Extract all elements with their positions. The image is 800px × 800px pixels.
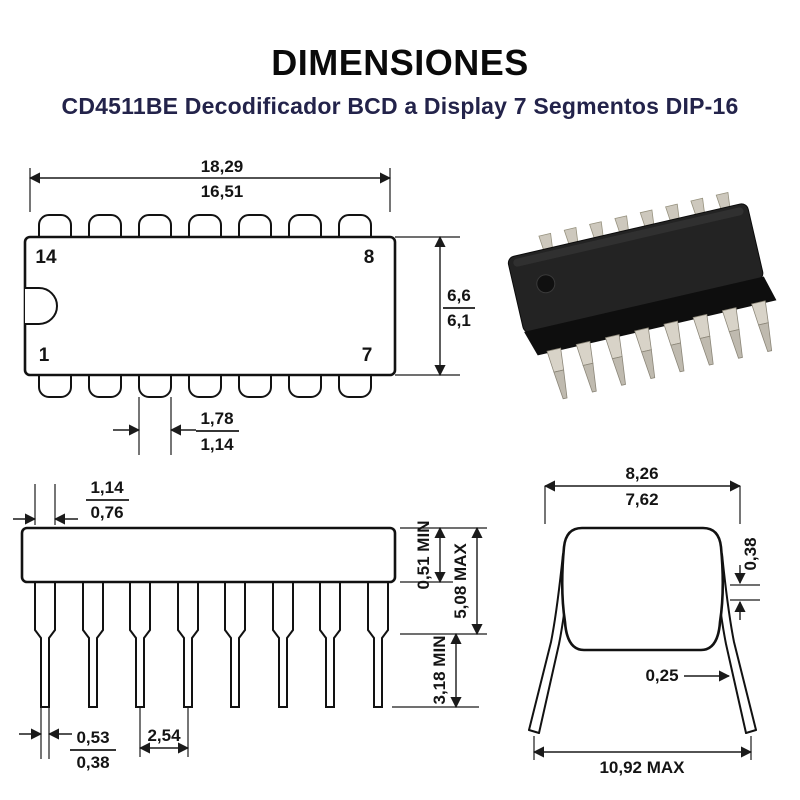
- body-width-min: 6,1: [447, 311, 471, 330]
- page-title: DIMENSIONES: [271, 42, 529, 83]
- lead-tip-dimension: 0,25: [645, 666, 731, 685]
- overall-length-min: 16,51: [201, 182, 244, 201]
- pin-number-top-left: 14: [35, 247, 57, 268]
- lead-thickness-dimension: 0,38: [730, 537, 760, 620]
- dip16-package: [507, 191, 777, 400]
- lead-length-dim: 3,18 MIN: [430, 636, 449, 705]
- side-view-drawing: 1,14 0,76 0,51 MIN 5,08 MAX 3,18 MIN 0,5…: [13, 478, 487, 772]
- lead-shoulder-min: 0,76: [90, 503, 123, 522]
- ic-front-pins: [546, 300, 773, 400]
- span-dimension: 10,92 MAX: [532, 736, 753, 777]
- lead-thickness: 0,38: [741, 537, 760, 570]
- end-view-drawing: 8,26 7,62 0,38 0,25 10,92 MA: [528, 464, 760, 777]
- row-width-dimension: 8,26 7,62: [543, 464, 742, 524]
- overall-length-dimension: 18,29 16,51: [28, 157, 392, 212]
- height-dimensions: 0,51 MIN 5,08 MAX 3,18 MIN: [392, 521, 487, 709]
- lead-shoulder-max: 1,14: [90, 478, 124, 497]
- body-thickness-dim: 5,08 MAX: [451, 543, 470, 619]
- body-width-max: 6,6: [447, 286, 471, 305]
- shoulder-width-min: 1,14: [200, 435, 234, 454]
- package-body-side-view: [20, 526, 397, 584]
- lead-width-dimension: 0,53 0,38: [19, 707, 116, 772]
- ic-photo: [507, 191, 777, 400]
- ic-body-front: [524, 276, 777, 356]
- ic-body-highlight: [513, 207, 744, 267]
- row-width-max: 8,26: [625, 464, 658, 483]
- lead-width-min: 0,38: [76, 753, 109, 772]
- side-view-pins: [34, 579, 389, 708]
- lead-pitch: 2,54: [147, 726, 181, 745]
- shoulder-width-dimension: 1,78 1,14: [113, 397, 239, 455]
- lead-shoulder-dimension: 1,14 0,76: [13, 478, 129, 525]
- page-subtitle: CD4511BE Decodificador BCD a Display 7 S…: [61, 93, 739, 119]
- lead-width-max: 0,53: [76, 728, 109, 747]
- index-notch: [25, 287, 58, 325]
- lead-pitch-dimension: 2,54: [138, 707, 190, 757]
- package-body-end-view: [560, 526, 725, 652]
- package-body-top-view: [23, 235, 397, 377]
- body-width-dimension: 6,6 6,1: [395, 235, 475, 377]
- pin-number-top-right: 8: [364, 247, 375, 268]
- shoulder-width-max: 1,78: [200, 409, 233, 428]
- lead-tip-width: 0,25: [645, 666, 678, 685]
- overall-length-max: 18,29: [201, 157, 244, 176]
- pin1-dimple: [536, 274, 556, 294]
- span-max: 10,92 MAX: [599, 758, 685, 777]
- standoff-dim: 0,51 MIN: [414, 521, 433, 590]
- row-width-min: 7,62: [625, 490, 658, 509]
- top-view-drawing: 18,29 16,51 14 8 1 7: [23, 157, 475, 455]
- pin-number-bottom-right: 7: [362, 345, 373, 366]
- pin-number-bottom-left: 1: [39, 345, 50, 366]
